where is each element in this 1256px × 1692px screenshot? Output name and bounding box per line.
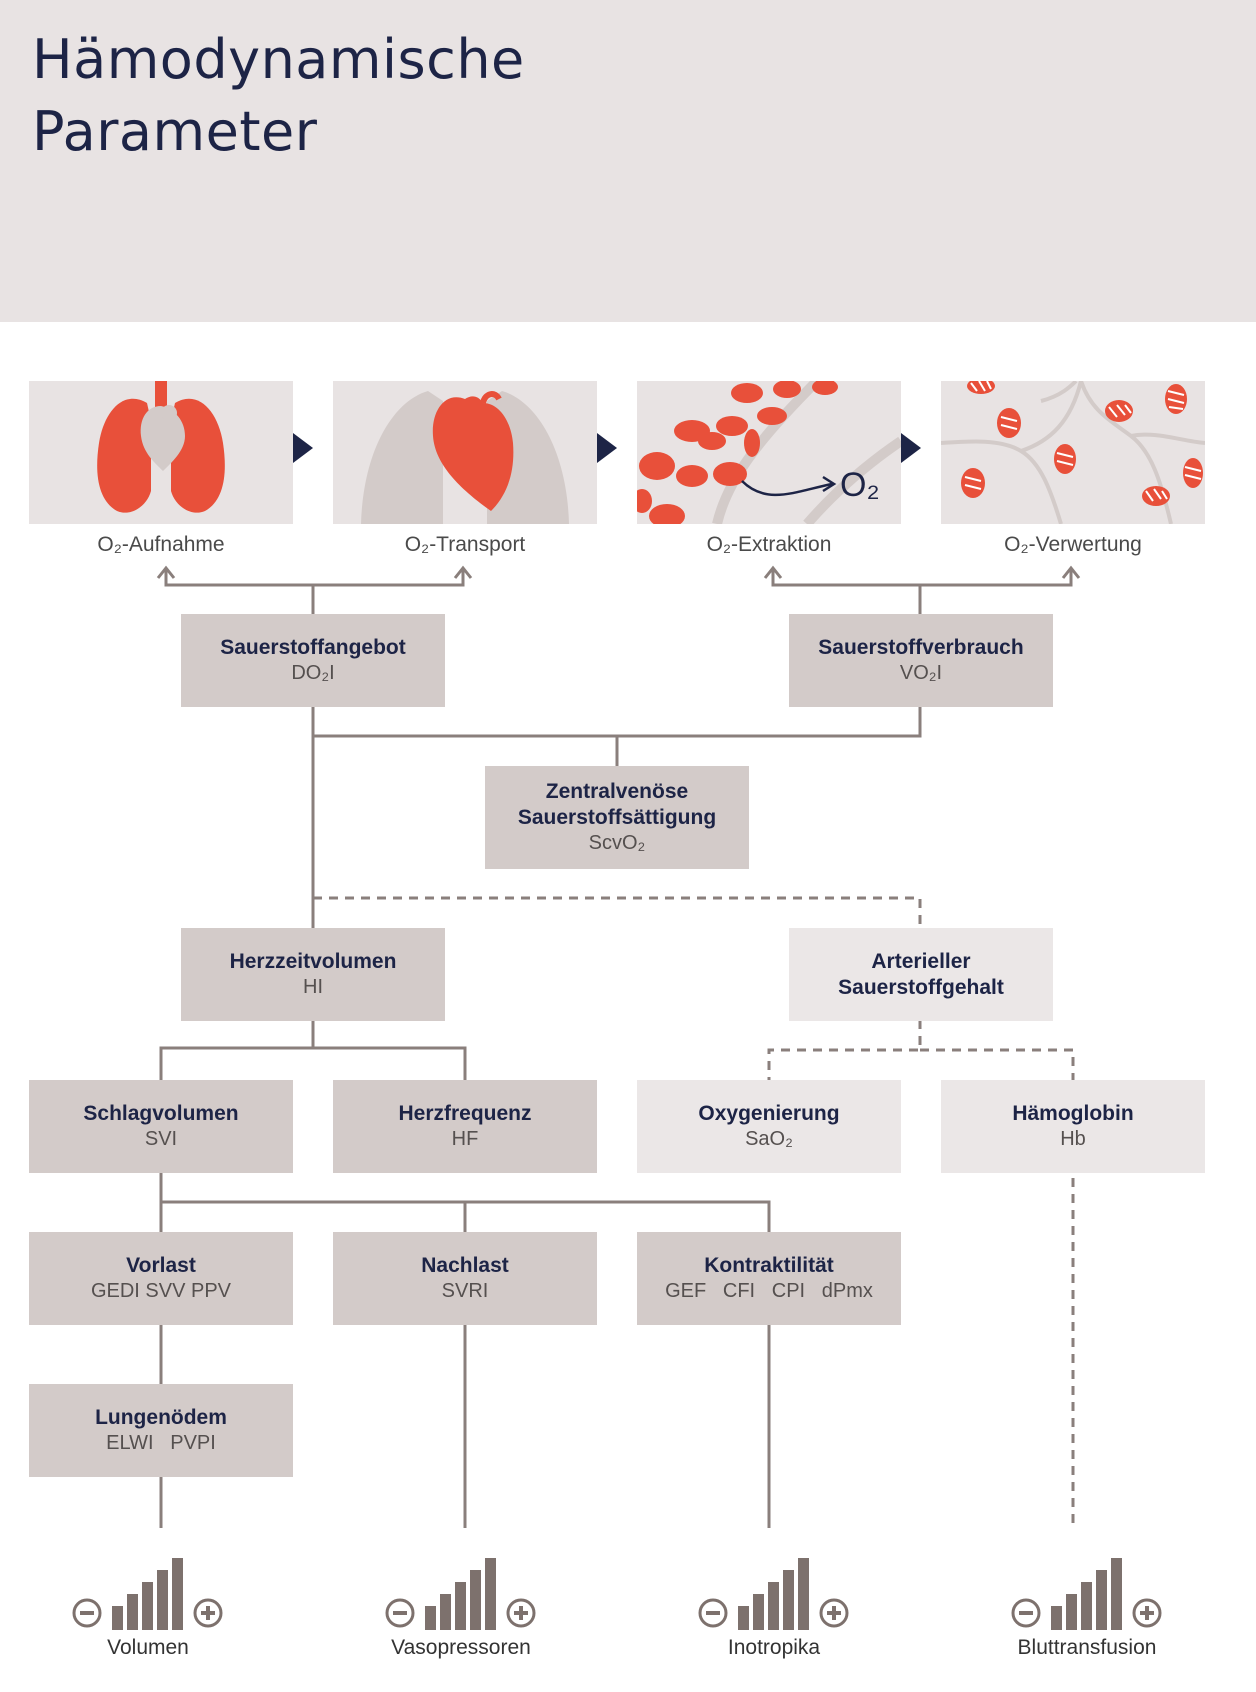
connector-hi-split [159, 1020, 467, 1080]
page-title: Hämodynamische Parameter [32, 24, 525, 168]
box-sub: GEDI SVV PPV [90, 1280, 232, 1302]
label-o2-aufnahme: O₂-Aufnahme [97, 533, 225, 556]
heart-icon [361, 391, 569, 524]
box-sub: ScvO₂ [588, 832, 646, 854]
minus-circle-icon[interactable] [698, 1598, 728, 1628]
level-bars [738, 1558, 809, 1630]
box-sub: HI [303, 976, 323, 998]
box-title-line2: Sauerstoffgehalt [838, 975, 1004, 999]
arrow-head-aufnahme [156, 565, 176, 579]
page-title-line1: Hämodynamische [32, 28, 525, 91]
box-title: Vorlast [126, 1254, 196, 1277]
label-o2-transport: O₂-Transport [404, 533, 526, 556]
panel-o2-verwertung [941, 381, 1205, 524]
arrow-right-icon [901, 433, 921, 463]
control-label-bluttransfusion: Bluttransfusion [1017, 1636, 1157, 1659]
minus-circle-icon[interactable] [72, 1598, 102, 1628]
box-sub: HF [451, 1128, 479, 1150]
control-vasopressoren[interactable] [384, 1538, 544, 1634]
mitochondria-icon [941, 381, 1205, 524]
box-title: Sauerstoffverbrauch [818, 636, 1024, 659]
box-sauerstoffverbrauch: Sauerstoffverbrauch VO₂I [789, 614, 1053, 707]
arrow-head-verwertung [1061, 565, 1081, 579]
box-title: Lungenödem [95, 1406, 227, 1429]
plus-circle-icon[interactable] [819, 1598, 849, 1628]
box-title: Oxygenierung [698, 1102, 840, 1125]
box-sub: SVRI [441, 1280, 489, 1302]
connector-dashed-arterial [313, 896, 922, 928]
panel-o2-aufnahme [29, 381, 293, 524]
box-herzfrequenz: Herzfrequenz HF [333, 1080, 597, 1173]
box-sub: GEF CFI CPI dPmx [665, 1280, 873, 1302]
box-lungenoedem: Lungenödem ELWI PVPI [29, 1384, 293, 1477]
box-nachlast: Nachlast SVRI [333, 1232, 597, 1325]
box-arterieller-sauerstoffgehalt: Arterieller Sauerstoffgehalt [789, 928, 1053, 1021]
box-title-line1: Zentralvenöse [545, 780, 689, 803]
label-o2-extraktion: O₂-Extraktion [706, 533, 832, 556]
box-sub: ELWI PVPI [106, 1432, 216, 1454]
box-title: Nachlast [421, 1254, 509, 1277]
lungs-heart-icon [97, 381, 225, 513]
box-title: Herzfrequenz [398, 1102, 532, 1125]
box-zentralvenoese-saettigung: Zentralvenöse Sauerstoffsättigung ScvO₂ [485, 766, 749, 869]
minus-circle-icon[interactable] [1011, 1598, 1041, 1628]
box-title: Sauerstoffangebot [220, 636, 406, 659]
box-title: Hämoglobin [1012, 1102, 1134, 1125]
plus-circle-icon[interactable] [193, 1598, 223, 1628]
connector-dashed-arterial-split [767, 1020, 1075, 1080]
connector-merge [311, 706, 922, 766]
control-bluttransfusion[interactable] [1010, 1538, 1170, 1634]
header-banner [0, 0, 1256, 322]
panel-o2-transport [333, 381, 597, 524]
level-bars [1051, 1558, 1122, 1630]
box-sauerstoffangebot: Sauerstoffangebot DO₂I [181, 614, 445, 707]
label-o2-verwertung: O₂-Verwertung [1004, 533, 1142, 556]
box-kontraktilitaet: Kontraktilität GEF CFI CPI dPmx [637, 1232, 901, 1325]
box-title-line2: Sauerstoffsättigung [517, 806, 717, 829]
red-blood-cells-icon: O₂ [637, 381, 901, 524]
arrow-right-icon [597, 433, 617, 463]
plus-circle-icon[interactable] [506, 1598, 536, 1628]
minus-circle-icon[interactable] [385, 1598, 415, 1628]
level-bars [112, 1558, 183, 1630]
arrow-right-icon [293, 433, 313, 463]
box-haemoglobin: Hämoglobin Hb [941, 1080, 1205, 1173]
box-sub: SaO₂ [745, 1128, 793, 1150]
box-oxygenierung: Oxygenierung SaO₂ [637, 1080, 901, 1173]
control-volumen[interactable] [71, 1538, 231, 1634]
box-sub: SVI [144, 1128, 178, 1150]
box-schlagvolumen: Schlagvolumen SVI [29, 1080, 293, 1173]
box-herzzeitvolumen: Herzzeitvolumen HI [181, 928, 445, 1021]
box-sub: Hb [1060, 1128, 1086, 1150]
box-title-line1: Arterieller [871, 949, 971, 973]
connector-consumption-up [771, 570, 1073, 614]
box-sub: DO₂I [291, 662, 335, 684]
level-bars [425, 1558, 496, 1630]
page-title-line2: Parameter [32, 100, 318, 163]
box-sub: VO₂I [899, 662, 943, 684]
box-title: Kontraktilität [704, 1254, 834, 1277]
control-label-vasopressoren: Vasopressoren [391, 1636, 531, 1659]
panel-o2-extraktion: O₂ [637, 381, 901, 524]
box-title: Schlagvolumen [83, 1102, 239, 1125]
box-title: Herzzeitvolumen [229, 950, 397, 973]
control-inotropika[interactable] [697, 1538, 857, 1634]
arrow-head-extraktion [763, 565, 783, 579]
arrow-head-transport [453, 565, 473, 579]
plus-circle-icon[interactable] [1132, 1598, 1162, 1628]
connector-svi-split [159, 1172, 771, 1232]
box-vorlast: Vorlast GEDI SVV PPV [29, 1232, 293, 1325]
o2-annotation: O₂ [840, 466, 880, 504]
control-label-inotropika: Inotropika [727, 1636, 821, 1659]
connector-supply-up [164, 570, 465, 614]
control-label-volumen: Volumen [107, 1636, 189, 1659]
